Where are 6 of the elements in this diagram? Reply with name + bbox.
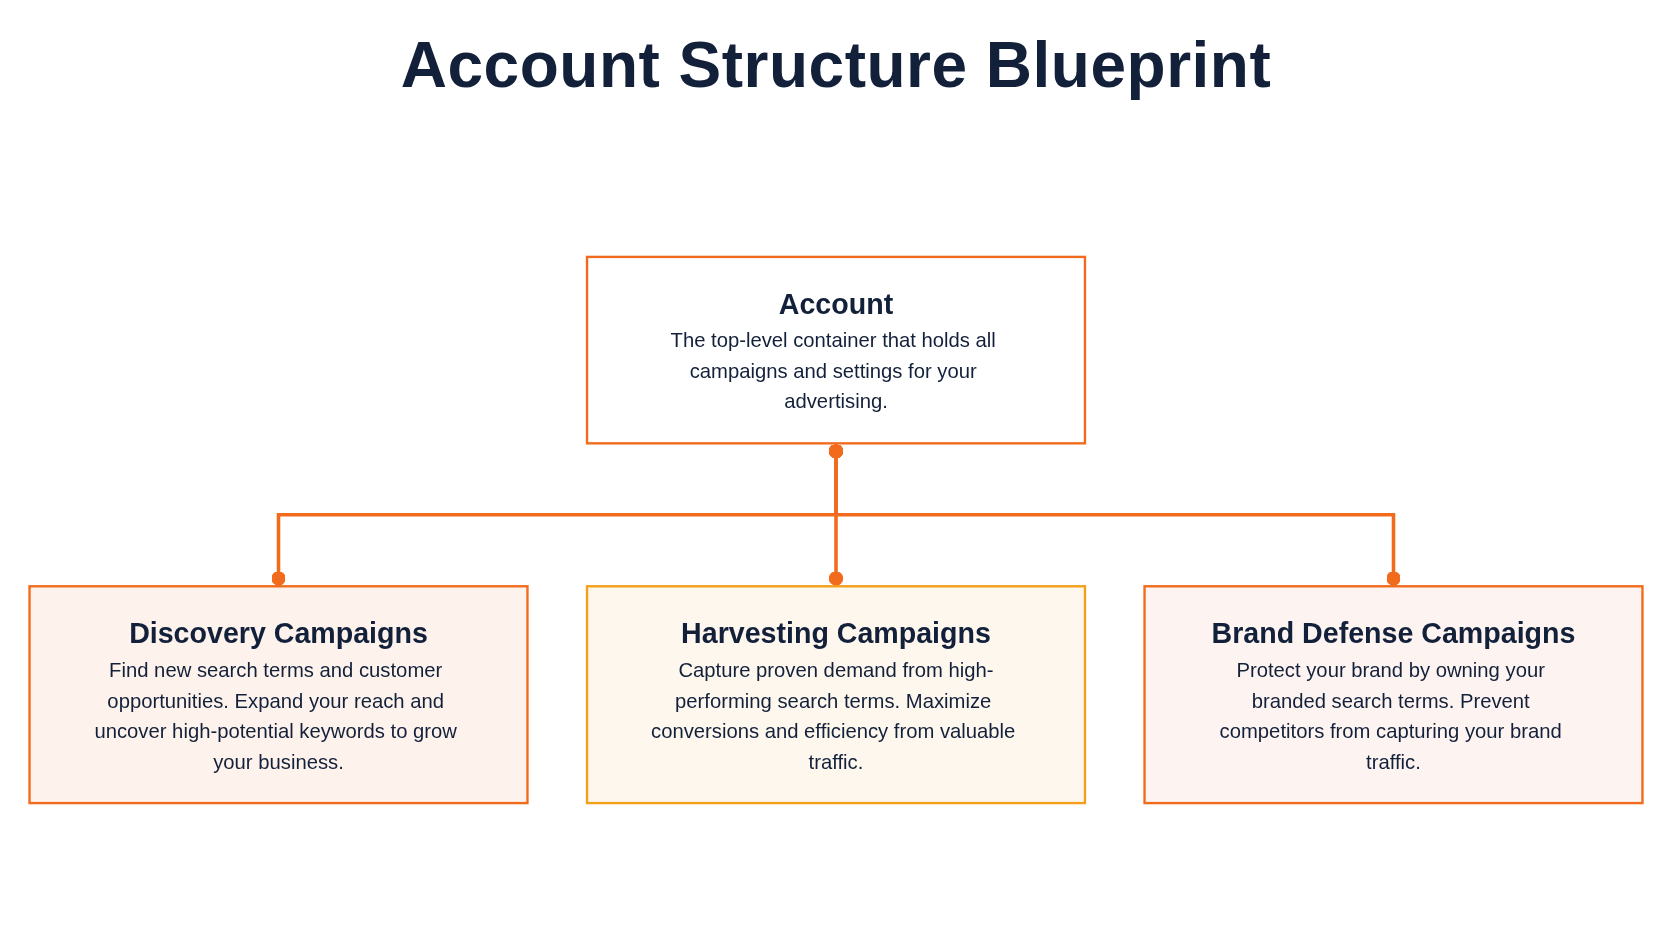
diagram-title: Account Structure Blueprint bbox=[399, 28, 1273, 103]
node-box: Brand Defense Campaigns Protect your brand by owning your branded search terms. Prevent competitors from capturing your brand traffic. bbox=[1143, 585, 1644, 805]
node-box: Discovery Campaigns Find new search terms and customer opportunities. Expand your reach and uncover high-potential keywords to grow your business. bbox=[28, 585, 529, 805]
node-box: Account The top-level container that holds all campaigns and settings for your advertising. bbox=[585, 255, 1087, 445]
node-box: Harvesting Campaigns Capture proven demand from high-performing search terms. Maximize conversions and efficiency from valuable traffic. bbox=[585, 585, 1087, 805]
connector bbox=[828, 443, 1401, 587]
